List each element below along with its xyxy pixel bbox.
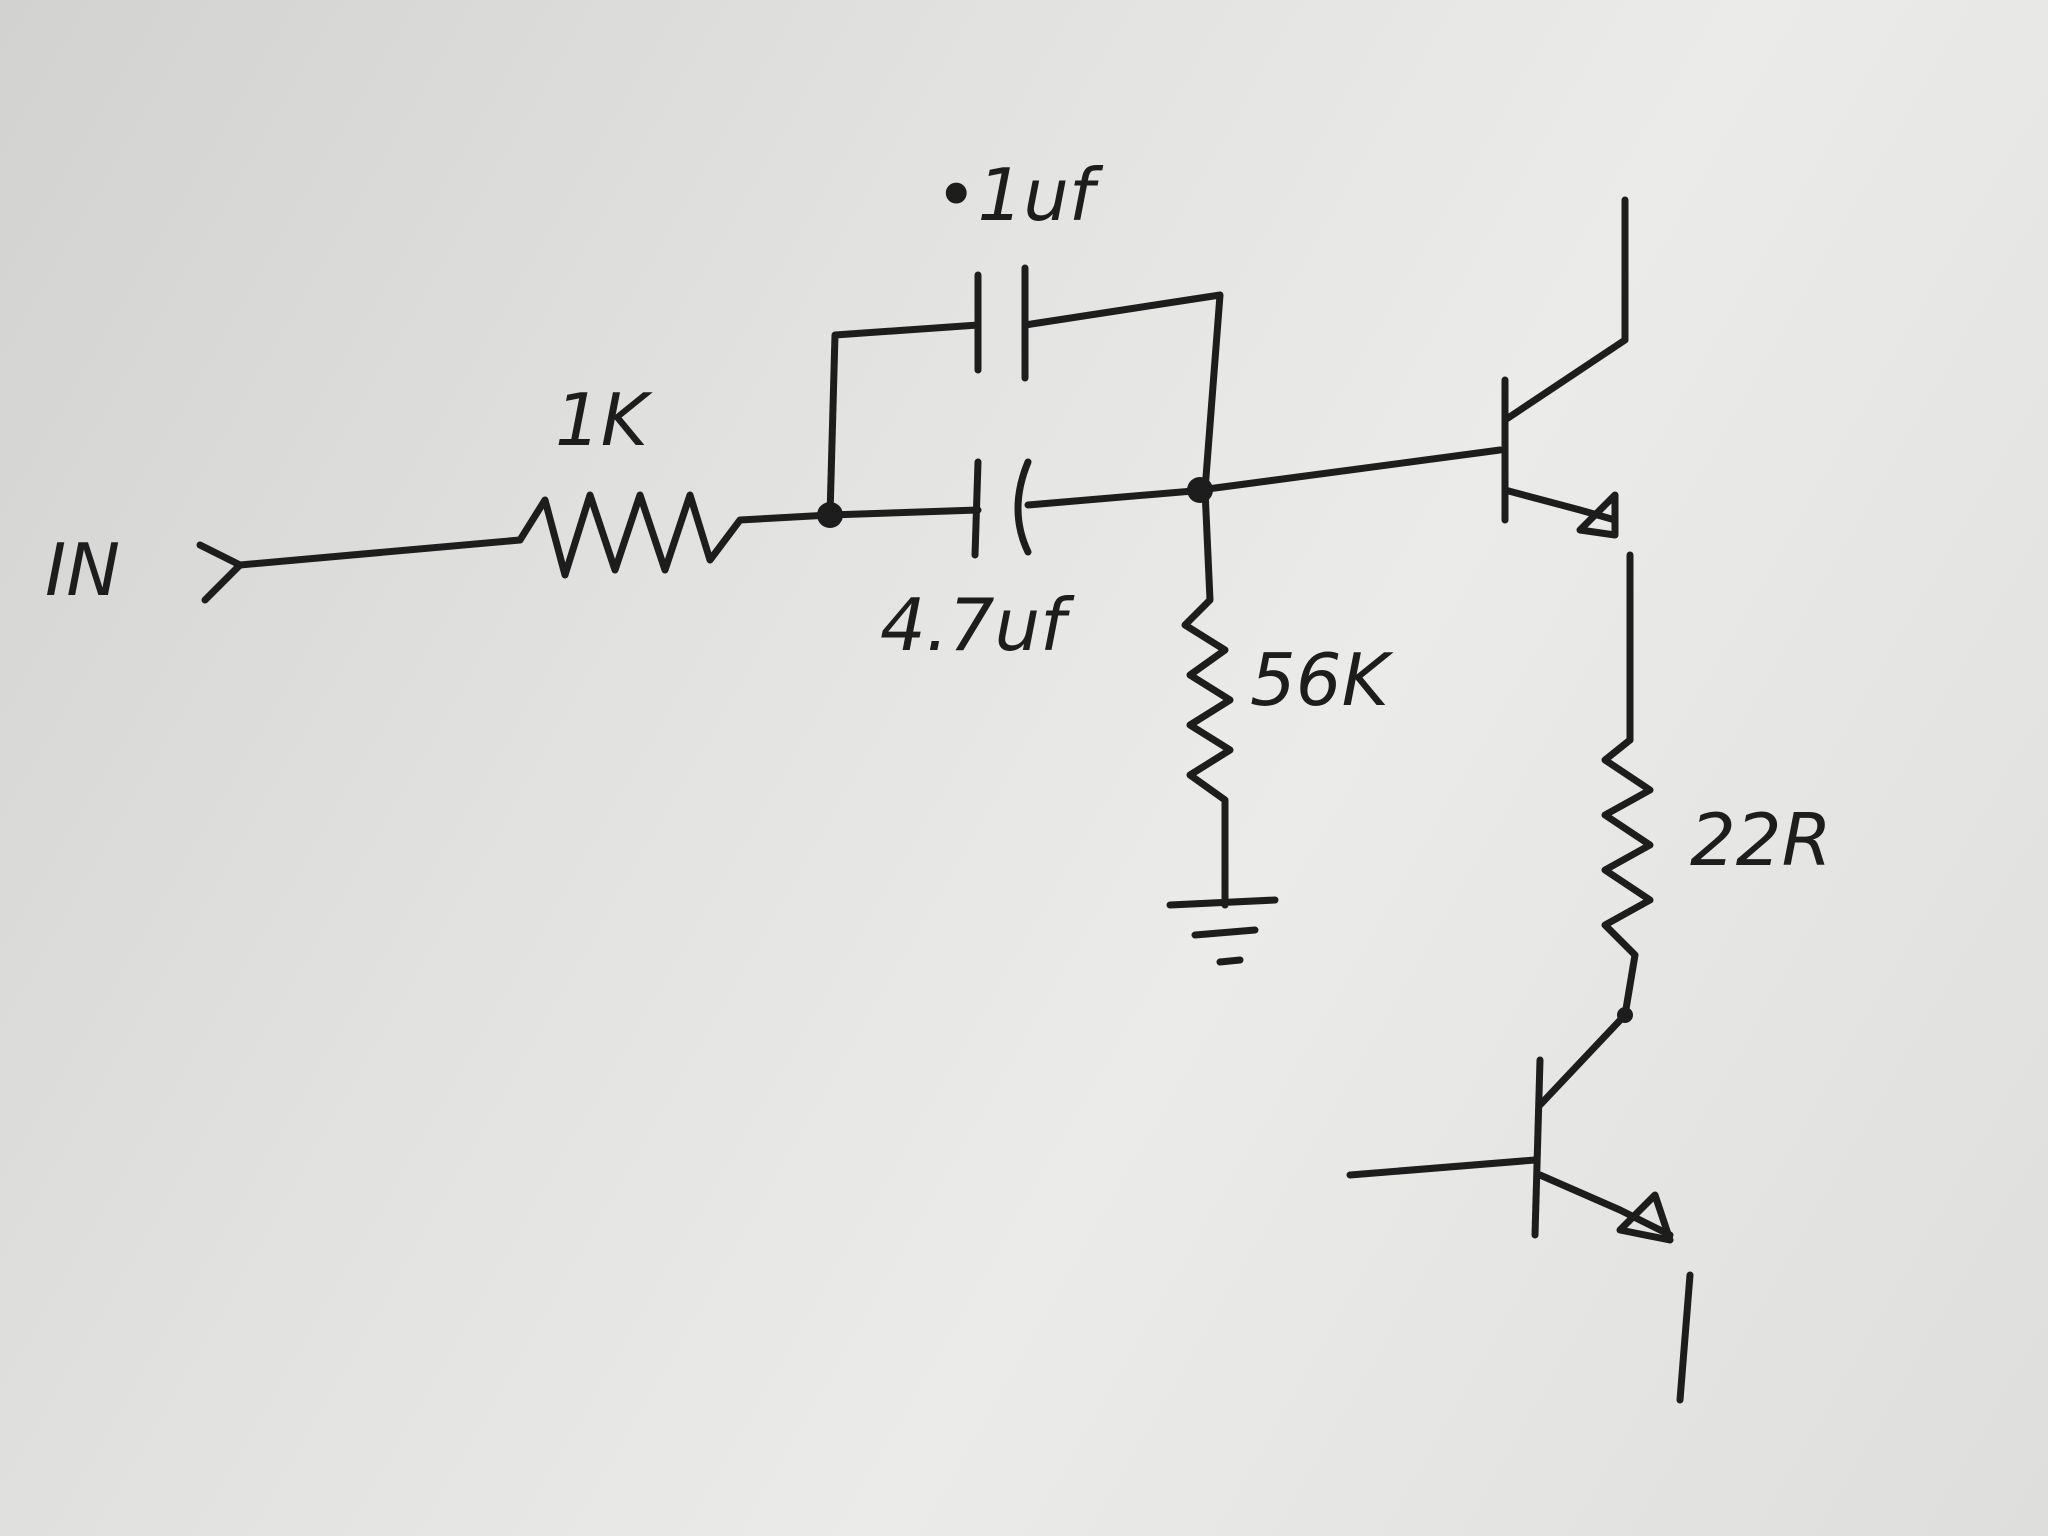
transistor-q2-emitter [1536,1171,1674,1239]
resistor-56k [1181,486,1234,884]
wire-input [236,536,524,569]
wire-bottom-right [1024,486,1209,509]
input-arrow [196,541,244,604]
wire-to-base-top [1196,446,1504,494]
resistor-22r [1601,736,1654,1019]
transistor-q2-base-bar [1531,1056,1544,1239]
transistor-q1-arrow [1576,491,1619,539]
capacitor-47uf [971,458,1032,559]
wire-top-left [826,321,982,519]
wire-q2-emitter-lead [1676,1271,1694,1404]
ground-symbol [1166,876,1279,966]
wire-bottom-left [826,506,982,519]
label-cap-small: •1uf [935,153,1104,237]
resistor-1k [516,491,834,579]
transistor-q1-emitter [1501,486,1619,524]
label-cap-electrolytic: 4.7uf [880,583,1075,667]
transistor-q2-collector [1536,1011,1629,1109]
label-input: IN [45,528,120,612]
label-r-bias: 56K [1250,638,1394,722]
capacitor-01uf [974,264,1029,382]
transistor-q2-arrow [1616,1191,1674,1244]
label-r-emitter: 22R [1690,798,1832,882]
label-r-input: 1K [555,378,653,462]
wire-q2-base [1346,1156,1539,1179]
wire-top-right [1021,291,1224,494]
transistor-q1-collector [1501,196,1629,424]
